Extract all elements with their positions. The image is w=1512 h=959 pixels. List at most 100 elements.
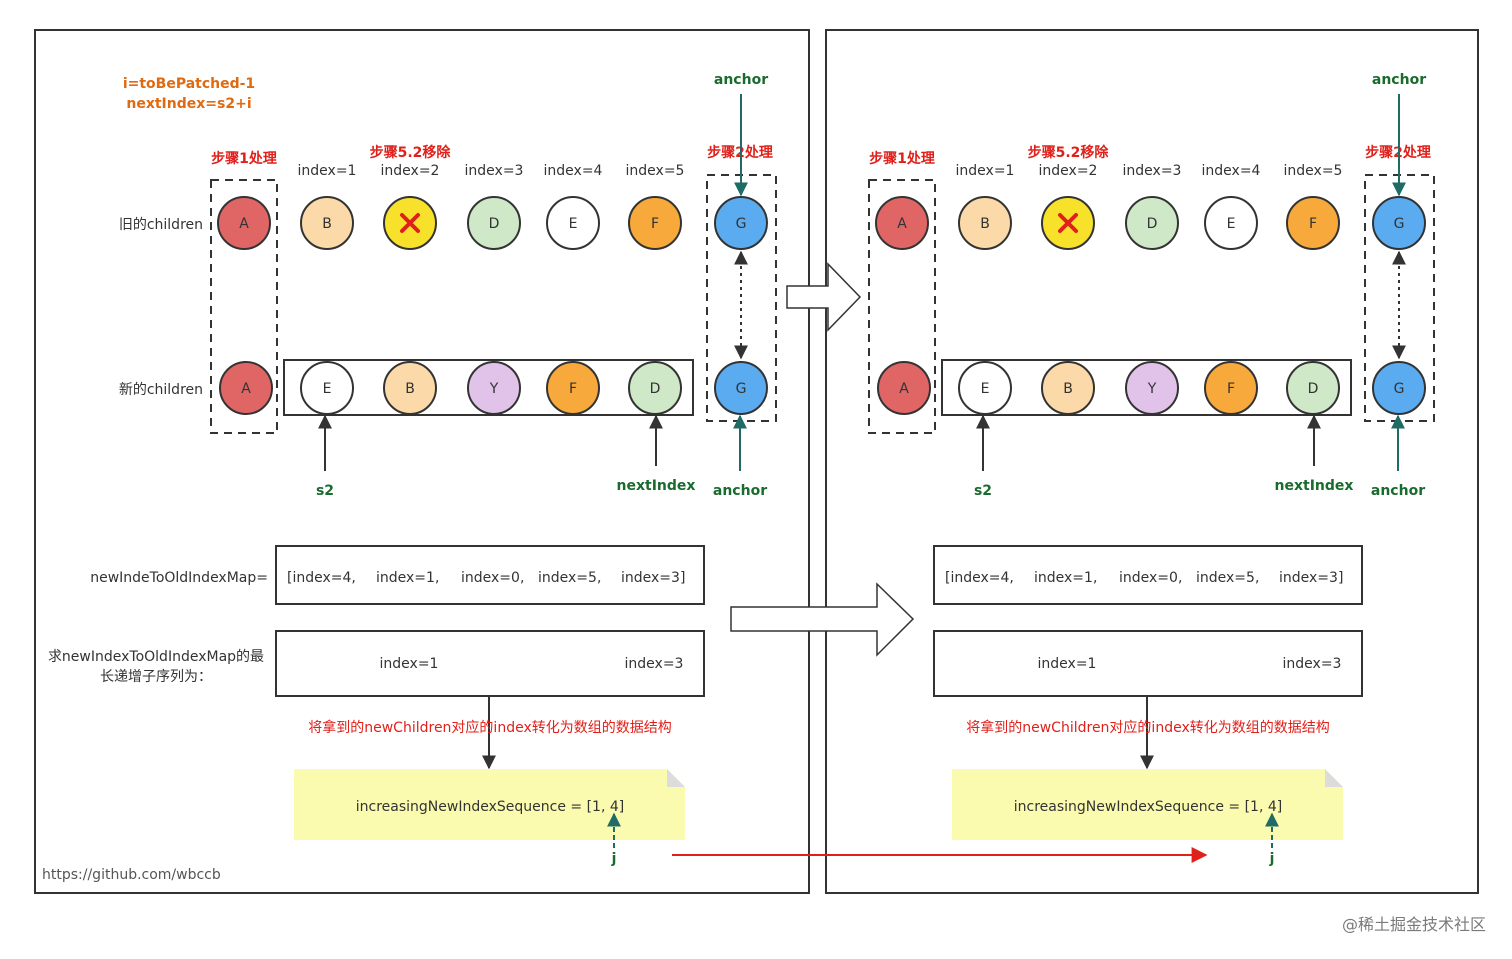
lis-label-line-1: 求newIndexToOldIndexMap的最 — [48, 649, 264, 665]
new-node — [219, 361, 273, 415]
unprocessed-range-box — [283, 359, 694, 416]
map-box — [933, 545, 1363, 605]
map-value: [index=4, — [945, 570, 1014, 586]
step1-label: 步骤1处理 — [211, 150, 277, 167]
new-node-label: G — [1394, 381, 1405, 397]
lis-label-line-2: 长递增子序列为： — [100, 669, 212, 685]
index-label: index=4 — [1202, 163, 1261, 179]
old-node-label: G — [1394, 216, 1405, 232]
transition-arrow-top — [786, 262, 862, 332]
note-fold — [667, 769, 685, 787]
old-node-label: E — [1227, 216, 1236, 232]
old-node — [958, 196, 1012, 250]
new-node-label: B — [405, 381, 415, 397]
new-node-label: D — [650, 381, 661, 397]
old-node — [546, 196, 600, 250]
lis-value: index=1 — [380, 656, 439, 672]
new-node-label: F — [1227, 381, 1235, 397]
index-label: index=3 — [465, 163, 524, 179]
note-fold — [1325, 769, 1343, 787]
old-node-label: D — [489, 216, 500, 232]
map-value: index=0, — [1119, 570, 1182, 586]
sequence-note — [294, 769, 685, 840]
new-node-label: A — [899, 381, 909, 397]
step1-label: 步骤1处理 — [869, 150, 935, 167]
map-value: [index=4, — [287, 570, 356, 586]
convert-note: 将拿到的newChildren对应的index转化为数组的数据结构 — [966, 719, 1330, 736]
map-value: index=5, — [538, 570, 601, 586]
old-node-label: D — [1147, 216, 1158, 232]
new-node — [1286, 361, 1340, 415]
anchor-bottom-label: anchor — [713, 483, 767, 499]
index-label: index=5 — [1284, 163, 1343, 179]
map-value: index=5, — [1196, 570, 1259, 586]
nextindex-label: nextIndex — [1275, 478, 1354, 494]
new-node-label: E — [981, 381, 990, 397]
watermark: @稀土掘金技术社区 — [1342, 915, 1486, 934]
anchor-top-label: anchor — [714, 72, 768, 88]
transition-arrow-middle — [730, 582, 915, 657]
sequence-text: increasingNewIndexSequence = [1, 4] — [1014, 799, 1282, 815]
unprocessed-range-box — [941, 359, 1352, 416]
new-node — [958, 361, 1012, 415]
index-label: index=1 — [956, 163, 1015, 179]
convert-note: 将拿到的newChildren对应的index转化为数组的数据结构 — [308, 719, 672, 736]
new-node — [546, 361, 600, 415]
anchor-bottom-label: anchor — [1371, 483, 1425, 499]
old-node-label: A — [897, 216, 907, 232]
new-node-label: E — [323, 381, 332, 397]
new-node-label: F — [569, 381, 577, 397]
lis-value: index=1 — [1038, 656, 1097, 672]
source-url: https://github.com/wbccb — [42, 867, 221, 883]
remove-x-icon — [400, 213, 420, 233]
new-node-label: Y — [1147, 381, 1157, 397]
index-label: index=2 — [1039, 163, 1098, 179]
old-node — [1204, 196, 1258, 250]
map-value: index=3] — [1279, 570, 1343, 586]
right-panel — [825, 29, 1479, 894]
old-node-label: G — [736, 216, 747, 232]
old-node-label: F — [1309, 216, 1317, 232]
new-node-label: G — [736, 381, 747, 397]
left-panel — [34, 29, 810, 894]
remove-x-icon — [1058, 213, 1078, 233]
new-node-label: A — [241, 381, 251, 397]
old-node — [300, 196, 354, 250]
j-label: j — [611, 851, 617, 867]
new-node — [714, 361, 768, 415]
sequence-note — [952, 769, 1343, 840]
index-label: index=5 — [626, 163, 685, 179]
lis-value: index=3 — [1283, 656, 1342, 672]
old-node-label: F — [651, 216, 659, 232]
new-children-label: 新的children — [119, 382, 203, 398]
step52-label: 步骤5.2移除 — [1028, 144, 1110, 161]
old-node — [628, 196, 682, 250]
old-node — [1125, 196, 1179, 250]
index-label: index=3 — [1123, 163, 1182, 179]
lis-box — [933, 630, 1363, 697]
old-node — [875, 196, 929, 250]
old-children-label: 旧的children — [119, 217, 203, 233]
anchor-top-label: anchor — [1372, 72, 1426, 88]
new-node — [1204, 361, 1258, 415]
map-value: index=0, — [461, 570, 524, 586]
s2-label: s2 — [974, 483, 992, 499]
index-label: index=4 — [544, 163, 603, 179]
old-node — [1372, 196, 1426, 250]
new-node — [1125, 361, 1179, 415]
sequence-text: increasingNewIndexSequence = [1, 4] — [356, 799, 624, 815]
map-label: newIndeToOldIndexMap= — [90, 570, 268, 586]
left-panel-diagram: 步骤1处理步骤5.2移除步骤2处理index=1index=2index=3in… — [210, 72, 777, 867]
right-panel-diagram: 步骤1处理步骤5.2移除步骤2处理index=1index=2index=3in… — [868, 72, 1435, 867]
index-label: index=1 — [298, 163, 357, 179]
old-node-label: E — [569, 216, 578, 232]
nextindex-label: nextIndex — [617, 478, 696, 494]
old-node-label: A — [239, 216, 249, 232]
step52-label: 步骤5.2移除 — [370, 144, 452, 161]
old-node-label: B — [322, 216, 332, 232]
old-node — [217, 196, 271, 250]
index-label: index=2 — [381, 163, 440, 179]
step1-group-box — [868, 179, 936, 434]
formula-line-1: i=toBePatched-1 — [123, 76, 255, 92]
old-node — [467, 196, 521, 250]
